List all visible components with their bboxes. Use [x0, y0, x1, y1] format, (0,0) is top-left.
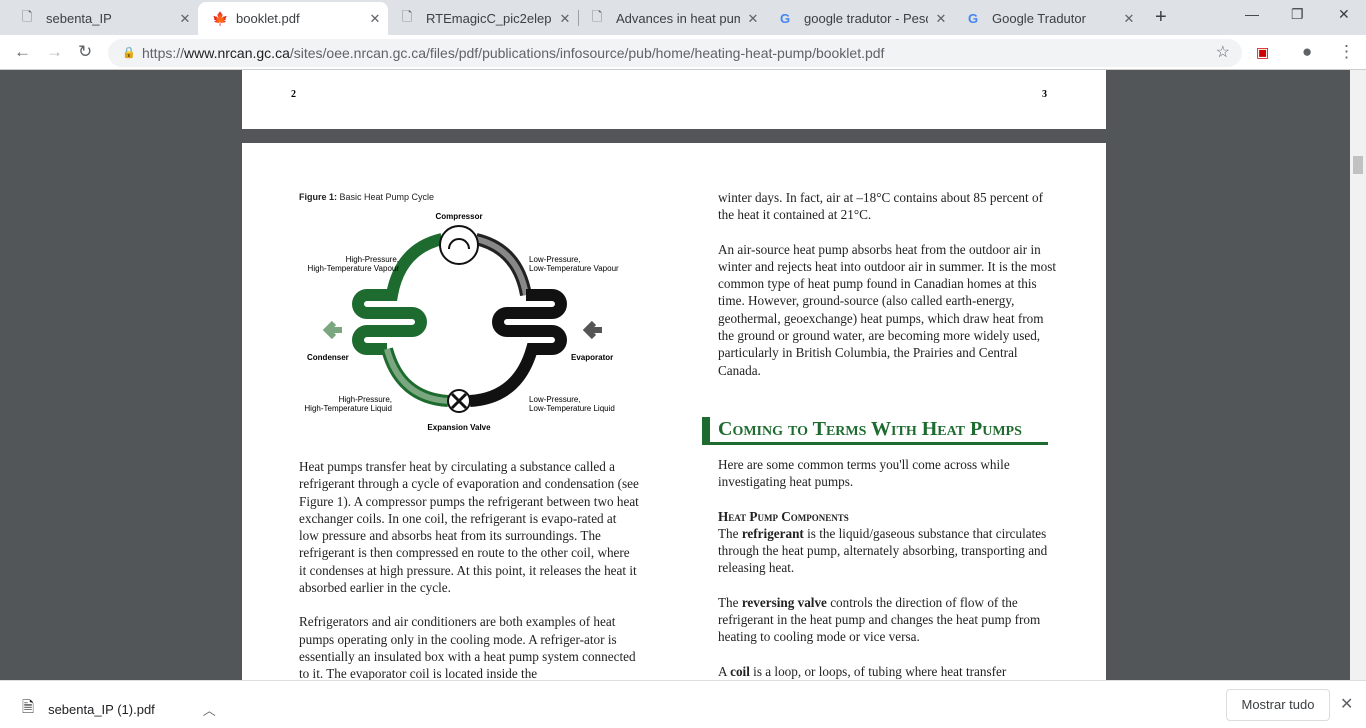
tab-advances[interactable]: 🗋Advances in heat pump✕	[578, 2, 766, 35]
close-tab-icon[interactable]: ✕	[935, 10, 947, 26]
address-bar-row: ← → ↻ 🔒 https://www.nrcan.gc.ca/sites/oe…	[0, 35, 1366, 70]
scrollbar-thumb[interactable]	[1353, 156, 1363, 174]
forward-button[interactable]: →	[46, 42, 63, 61]
tab-strip: 🗋sebenta_IP✕ 🍁booklet.pdf✕ 🗋RTEmagicC_pi…	[0, 0, 1366, 35]
evaporator-coil	[469, 289, 567, 407]
maximize-button[interactable]: ❐	[1291, 6, 1304, 22]
tab-divider	[578, 10, 579, 26]
download-item[interactable]: 🗎 sebenta_IP (1).pdf ︿	[22, 697, 216, 722]
reload-button[interactable]: ↻	[78, 42, 93, 61]
page-number: 2	[291, 89, 296, 100]
new-tab-button[interactable]: +	[1155, 6, 1167, 28]
condenser-label: Condenser	[307, 353, 349, 362]
svg-text:Low-Temperature Vapour: Low-Temperature Vapour	[529, 264, 619, 273]
extension-icon[interactable]: ▣	[1256, 44, 1270, 60]
left-column-text: Heat pumps transfer heat by circulating …	[299, 459, 639, 680]
liquid-line	[384, 348, 449, 404]
svg-text:Low-Pressure,: Low-Pressure,	[529, 395, 581, 404]
translate-icon: G	[968, 11, 979, 26]
close-tab-icon[interactable]: ✕	[179, 10, 191, 26]
page-number: 3	[1042, 89, 1047, 100]
chevron-up-icon[interactable]: ︿	[202, 703, 216, 718]
compressor-icon	[439, 225, 479, 265]
tab-sebenta[interactable]: 🗋sebenta_IP✕	[8, 2, 198, 35]
evaporator-label: Evaporator	[571, 353, 613, 362]
document-icon: 🗋	[592, 8, 603, 24]
heat-out-arrow-icon	[322, 320, 342, 340]
profile-icon[interactable]: ●	[1302, 42, 1313, 61]
close-tab-icon[interactable]: ✕	[369, 10, 381, 26]
url-input[interactable]: 🔒 https://www.nrcan.gc.ca/sites/oee.nrca…	[108, 39, 1242, 67]
heat-in-arrow-icon	[582, 320, 602, 340]
svg-text:High-Temperature Vapour: High-Temperature Vapour	[308, 264, 400, 273]
close-tab-icon[interactable]: ✕	[1123, 10, 1135, 26]
google-icon: G	[780, 11, 791, 26]
svg-text:Low-Temperature Liquid: Low-Temperature Liquid	[529, 404, 615, 413]
subheading: Heat Pump Components	[718, 508, 849, 524]
figure-caption: Figure 1: Basic Heat Pump Cycle	[299, 192, 435, 202]
expansion-valve-label: Expansion Valve	[427, 423, 491, 432]
pdf-page: Figure 1: Basic Heat Pump Cycle Compress…	[242, 143, 1106, 680]
pdf-file-icon: 🗎	[22, 699, 35, 716]
svg-text:High-Temperature Liquid: High-Temperature Liquid	[304, 404, 392, 413]
compressor-label: Compressor	[435, 212, 482, 221]
suction-line	[475, 236, 529, 296]
document-icon: 🗋	[402, 8, 413, 24]
terms-text: Here are some common terms you'll come a…	[718, 456, 1060, 680]
pdf-viewer: 2 3 Figure 1: Basic Heat Pump Cycle Comp…	[0, 70, 1350, 680]
svg-text:High-Pressure,: High-Pressure,	[346, 255, 399, 264]
document-icon: 🗋	[22, 8, 33, 24]
close-window-button[interactable]: ✕	[1338, 6, 1350, 22]
minimize-button[interactable]: —	[1245, 6, 1259, 22]
pdf-page: 2 3	[242, 70, 1106, 129]
close-tab-icon[interactable]: ✕	[559, 10, 571, 26]
rotation-arrow-icon	[448, 238, 470, 250]
bookmark-star-icon[interactable]: ☆	[1215, 44, 1230, 61]
svg-text:Low-Pressure,: Low-Pressure,	[529, 255, 581, 264]
back-button[interactable]: ←	[14, 42, 31, 61]
close-tab-icon[interactable]: ✕	[747, 10, 759, 26]
condenser-coil	[352, 233, 444, 355]
scrollbar[interactable]	[1350, 70, 1366, 680]
tab-booklet[interactable]: 🍁booklet.pdf✕	[198, 2, 388, 35]
section-heading: Coming to Terms With Heat Pumps	[702, 417, 1048, 445]
heat-pump-cycle-diagram: Compressor Expansion Valve Condenser Eva…	[304, 212, 619, 432]
close-icon[interactable]: ✕	[1340, 696, 1354, 713]
show-all-button[interactable]: Mostrar tudo	[1226, 689, 1330, 721]
right-column-text: winter days. In fact, air at –18°C conta…	[718, 190, 1057, 378]
svg-text:High-Pressure,: High-Pressure,	[339, 395, 392, 404]
menu-icon[interactable]: ⋮	[1338, 42, 1355, 61]
maple-leaf-icon: 🍁	[212, 10, 229, 26]
download-bar: 🗎 sebenta_IP (1).pdf ︿ Mostrar tudo ✕	[0, 680, 1366, 728]
tab-rtemagic[interactable]: 🗋RTEmagicC_pic2elephant✕	[388, 2, 578, 35]
lock-icon: 🔒	[122, 47, 136, 59]
